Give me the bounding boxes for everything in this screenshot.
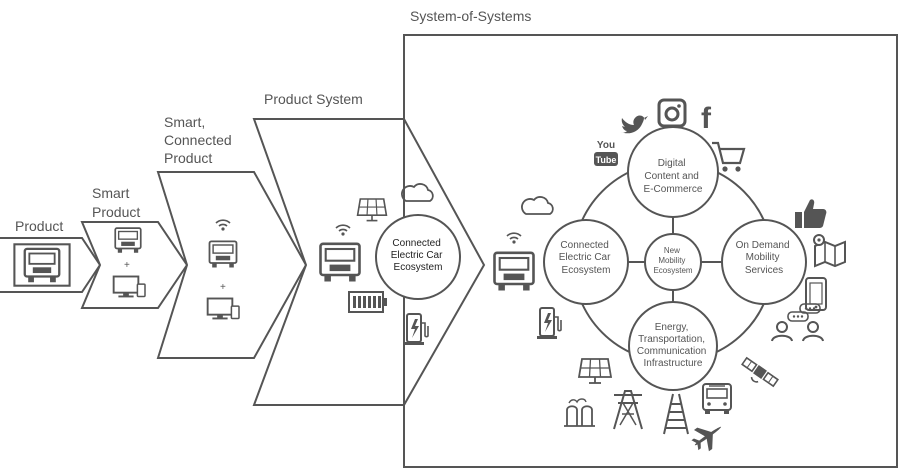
youtube-icon: You Tube [594,140,618,166]
ecosystem-circle [375,214,461,300]
people-chat-icon [771,303,824,342]
product-system-stage-label: Product System [264,91,363,107]
smart-product-stage-label: Smart Product [92,185,140,220]
svg-text:f: f [701,102,712,135]
thumbs-up-icon [795,199,827,228]
plus-sign: + [220,282,226,293]
smart-product-stage-shape [80,221,189,309]
vehicle-icon [13,243,71,287]
railway-icon [663,393,689,435]
shopping-cart-icon [712,141,746,172]
satellite-icon [741,356,779,388]
bus-icon [702,383,732,414]
mobility-services-circle [721,219,807,305]
svg-text:You: You [597,140,615,151]
ecosystem-circle-label: Connected Electric Car Ecosystem [391,238,445,273]
smart-connected-product-stage-label: Smart, Connected Product [164,114,236,166]
new-mobility-ecosystem-circle [644,233,702,291]
new-mobility-ecosystem-label: New Mobility Ecosystem [653,246,692,275]
twitter-icon [621,115,648,134]
airplane-icon [691,426,722,452]
charging-station-icon [403,313,429,346]
digital-content-label: Digital Content and E-Commerce [644,158,703,195]
map-icon [813,234,846,268]
mobility-services-label: On Demand Mobility Services [736,240,793,276]
battery-icon [348,291,387,313]
infrastructure-label: Energy, Transportation, Communication In… [637,322,709,369]
electric-car-ecosystem-circle [543,219,629,305]
power-tower-icon [613,390,643,430]
factory-icon [564,398,595,427]
electric-car-ecosystem-label: Connected Electric Car Ecosystem [559,240,613,276]
product-system-stage-shape [252,118,405,406]
system-of-systems-stage-label: System-of-Systems [410,8,531,24]
product-stage-label: Product [15,218,63,234]
plus-sign: + [124,260,130,271]
cloud-icon [401,183,434,202]
infrastructure-circle [628,301,718,391]
facebook-icon: f [701,102,712,135]
instagram-icon [657,98,687,128]
svg-text:Tube: Tube [596,155,617,165]
